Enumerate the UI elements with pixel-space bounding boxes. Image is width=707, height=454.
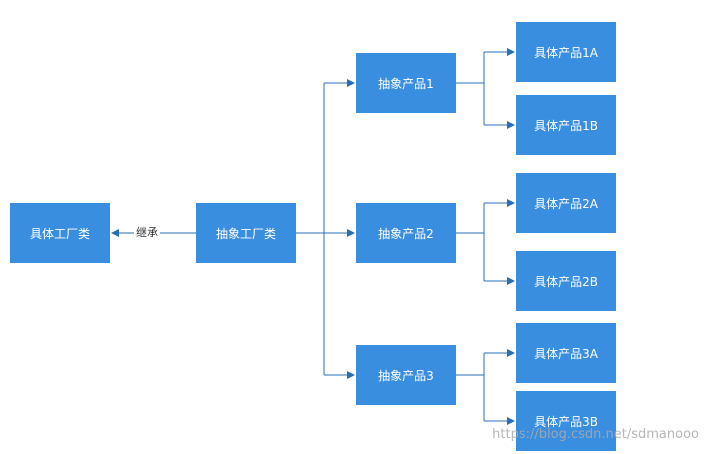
product-2a-node[interactable]: 具体产品2A [516,173,616,233]
product-1a-node[interactable]: 具体产品1A [516,22,616,82]
inherit-label: 继承 [134,225,160,241]
product-3b-node[interactable]: 具体产品3B [516,391,616,451]
product-3a-node[interactable]: 具体产品3A [516,323,616,383]
watermark: https://blog.csdn.net/sdmanooo [492,427,699,442]
abstract-product-1-node[interactable]: 抽象产品1 [356,53,456,113]
product-1b-node[interactable]: 具体产品1B [516,95,616,155]
abstract-product-3-node[interactable]: 抽象产品3 [356,345,456,405]
abstract-product-2-node[interactable]: 抽象产品2 [356,203,456,263]
concrete-factory-node[interactable]: 具体工厂类 [10,203,110,263]
product-2b-node[interactable]: 具体产品2B [516,251,616,311]
abstract-factory-node[interactable]: 抽象工厂类 [196,203,296,263]
